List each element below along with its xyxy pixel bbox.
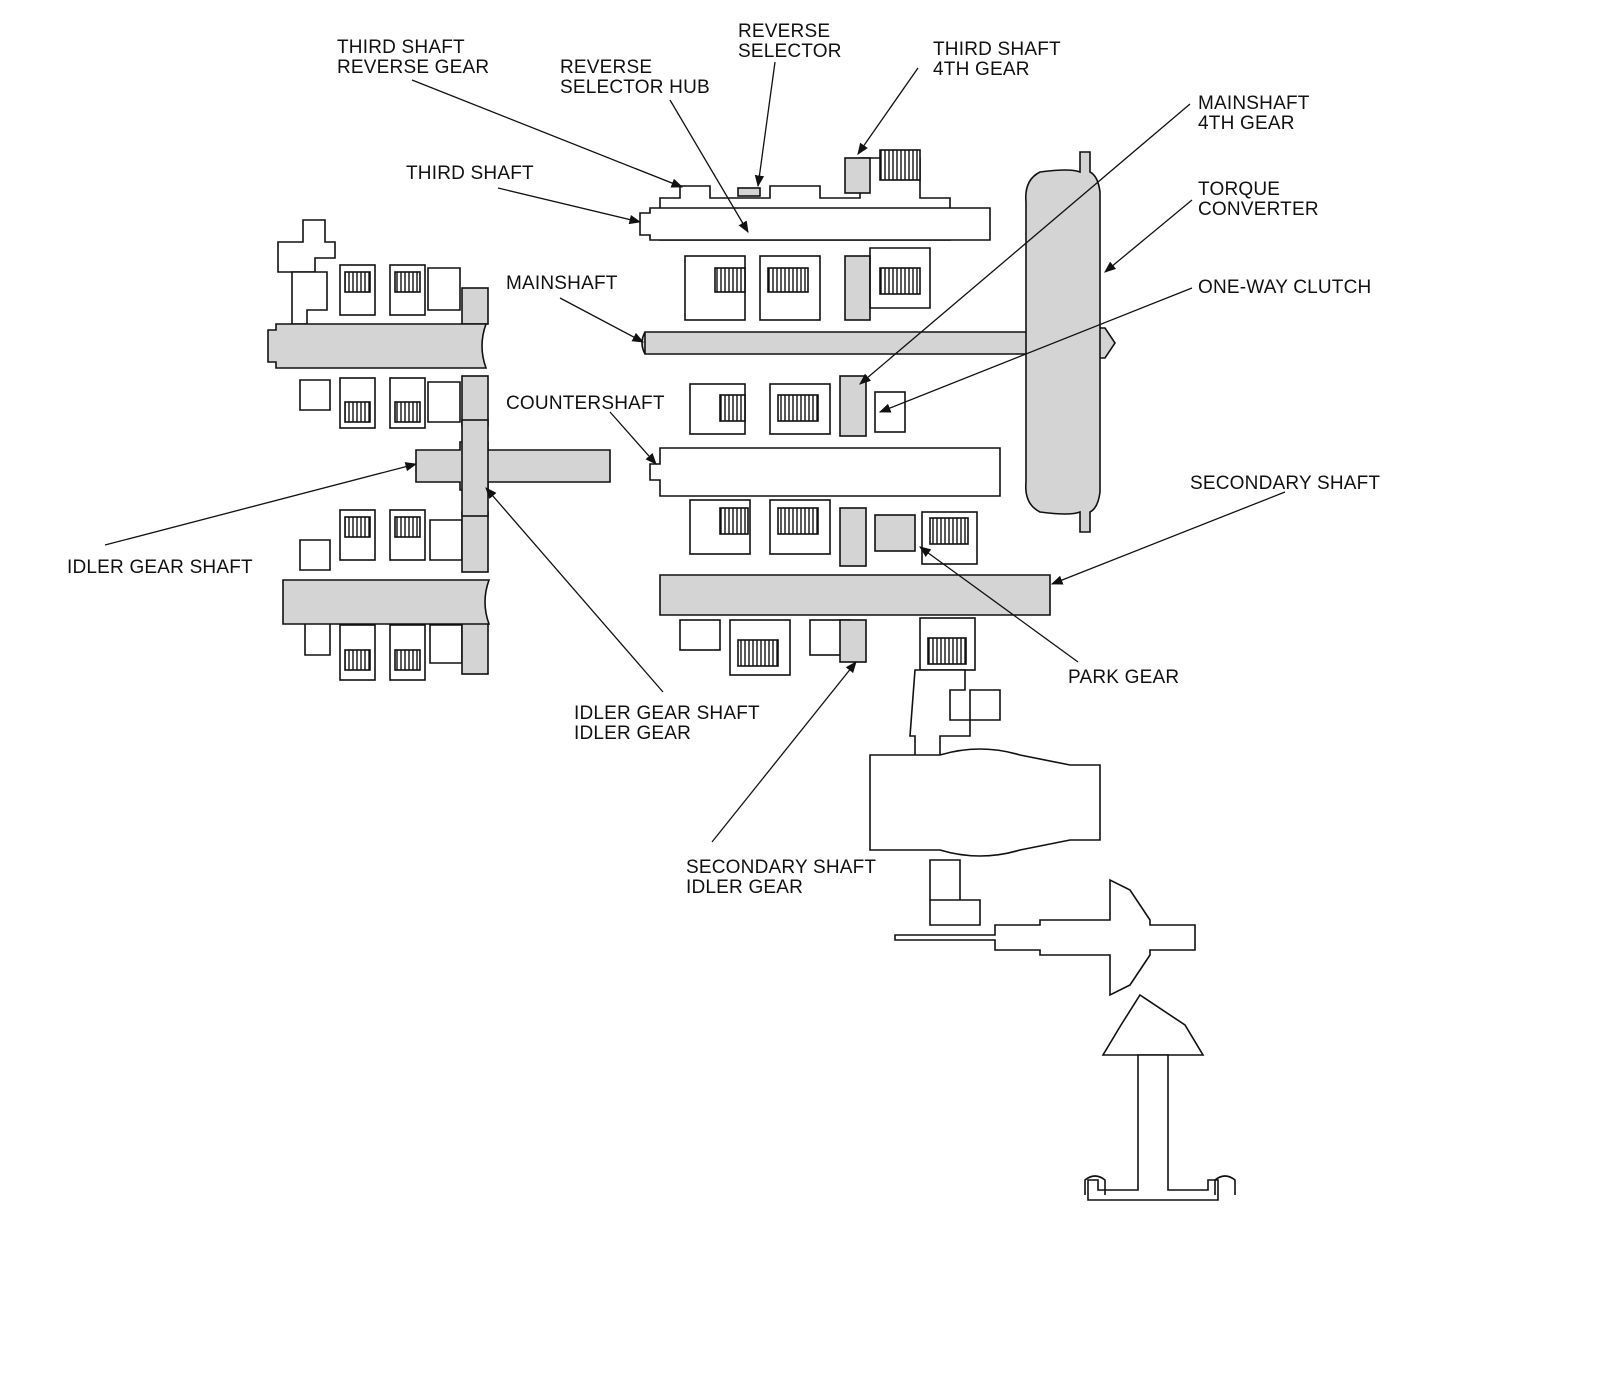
countershaft-clutch-assembly: [689, 499, 978, 567]
leader-torque-converter: [1104, 199, 1193, 273]
differential-lower-shaft: [929, 859, 981, 926]
label-secondary-shaft: SECONDARY SHAFT: [1190, 473, 1381, 494]
label-park-gear: PARK GEAR: [1068, 667, 1180, 688]
left-upper-clutch-assembly: [277, 219, 489, 429]
torque-converter-part: [1024, 151, 1101, 533]
leader-third-shaft-reverse-gear: [411, 79, 684, 188]
label-one-way-clutch: ONE-WAY CLUTCH: [1198, 277, 1372, 298]
leader-idler-gear-shaft: [104, 462, 418, 546]
mainshaft-clutch-assembly: [684, 247, 931, 437]
leader-mainshaft-4th-gear: [859, 103, 1191, 385]
idler-gear-shaft-part: [415, 441, 611, 491]
leader-idler-gear-shaft-idler-gear: [485, 487, 664, 693]
idler-gear-part: [461, 419, 489, 517]
label-third-shaft: THIRD SHAFT: [406, 163, 534, 184]
leader-secondary-shaft-idler-gear: [711, 661, 857, 843]
countershaft-part: [649, 447, 1001, 497]
leader-reverse-selector-hub: [669, 99, 749, 234]
pinion-shaft: [894, 878, 1196, 997]
leader-countershaft: [609, 411, 657, 465]
leader-park-gear: [919, 546, 1079, 663]
leader-secondary-shaft: [1050, 491, 1286, 585]
ring-gear-bevel: [1101, 993, 1205, 1056]
label-mainshaft: MAINSHAFT: [506, 273, 618, 294]
leader-reverse-selector: [754, 61, 776, 188]
left-lower-clutch-assembly: [299, 509, 489, 681]
secondary-shaft-part: [659, 574, 1051, 616]
leader-mainshaft: [559, 297, 645, 343]
output-shaft: [1087, 1054, 1219, 1201]
left-upper-shaft: [267, 323, 488, 369]
third-shaft-part: [639, 207, 991, 241]
leader-lines: [104, 61, 1286, 843]
label-idler-gear-shaft: IDLER GEAR SHAFT: [67, 557, 253, 578]
leader-one-way-clutch: [878, 287, 1193, 413]
differential-housing: [869, 748, 1101, 857]
leader-third-shaft: [497, 187, 642, 225]
left-lower-shaft: [282, 579, 491, 625]
leader-third-shaft-4th-gear: [857, 67, 919, 155]
secondary-shaft-lower-gears: [679, 617, 976, 676]
label-countershaft: COUNTERSHAFT: [506, 393, 665, 414]
output-flange: [1084, 1175, 1236, 1195]
secondary-shaft-idler-gear-part: [909, 669, 1001, 762]
